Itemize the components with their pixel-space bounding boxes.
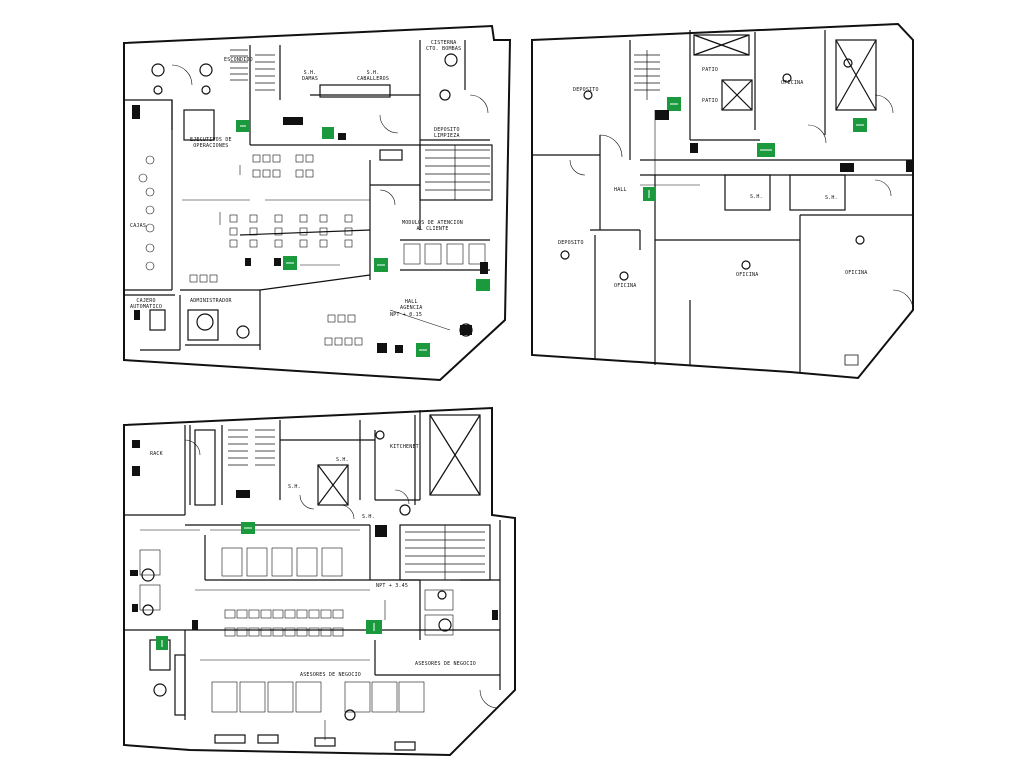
label-modulos: MODULOS DE ATENCION AL CLIENTE <box>402 220 463 232</box>
label-npt-ground: NPT + 0.15 <box>390 312 423 318</box>
label-patio-top: PATIO <box>702 67 719 73</box>
label-ejecutivos: EJECUTIVOS DE OPERACIONES <box>190 137 232 149</box>
plan-third-floor <box>123 406 516 757</box>
plan-second-floor <box>531 22 914 380</box>
label-oficina-d: OFICINA <box>845 270 868 276</box>
plan3-egress-arrows <box>140 529 386 740</box>
plan3-workstations <box>139 547 454 713</box>
label-deposito-a: DEPOSITO <box>573 87 599 93</box>
label-sh-caballeros: S.H. CABALLEROS <box>357 70 390 82</box>
label-deposito-limpieza: DEPOSITO LIMPIEZA <box>434 127 460 139</box>
label-sh-e: S.H. <box>362 514 375 520</box>
label-rack: RACK <box>150 451 163 457</box>
label-cisterna: CISTERNA CTO. BOMBAS <box>426 40 462 52</box>
label-patio: PATIO <box>702 98 719 104</box>
label-oficina-a: OFICINA <box>781 80 804 86</box>
label-sh-b: S.H. <box>825 195 838 201</box>
label-administrador: ADMINISTRADOR <box>190 298 232 304</box>
label-sh-a: S.H. <box>750 194 763 200</box>
label-asesores-b: ASESORES DE NEGOCIO <box>415 661 476 667</box>
exit-signs <box>156 97 867 650</box>
label-hall-agencia: HALL AGENCIA <box>400 299 423 311</box>
label-cajas: CAJAS <box>130 223 147 229</box>
label-sh-damas: S.H. DAMAS <box>302 70 319 82</box>
exit-sign-icon <box>322 127 334 139</box>
label-oficina-b: OFICINA <box>614 283 637 289</box>
label-npt-third: NPT + 3.45 <box>376 583 409 589</box>
plan1-seating <box>138 154 486 346</box>
label-hall-second: HALL <box>614 187 627 193</box>
exit-sign-icon <box>476 279 490 291</box>
label-escondido: ESCONDIDO <box>224 57 253 63</box>
label-sh-d: S.H. <box>288 484 301 490</box>
label-asesores-a: ASESORES DE NEGOCIO <box>300 672 361 678</box>
fixtures <box>130 105 913 630</box>
plan1-egress-arrows <box>182 165 451 331</box>
label-deposito-b: DEPOSITO <box>558 240 584 246</box>
label-sh-c: S.H. <box>336 457 349 463</box>
label-kitchenet: KITCHENET <box>390 444 419 450</box>
label-cajero: CAJERO AUTOMATICO <box>130 298 163 310</box>
label-oficina-c: OFICINA <box>736 272 759 278</box>
